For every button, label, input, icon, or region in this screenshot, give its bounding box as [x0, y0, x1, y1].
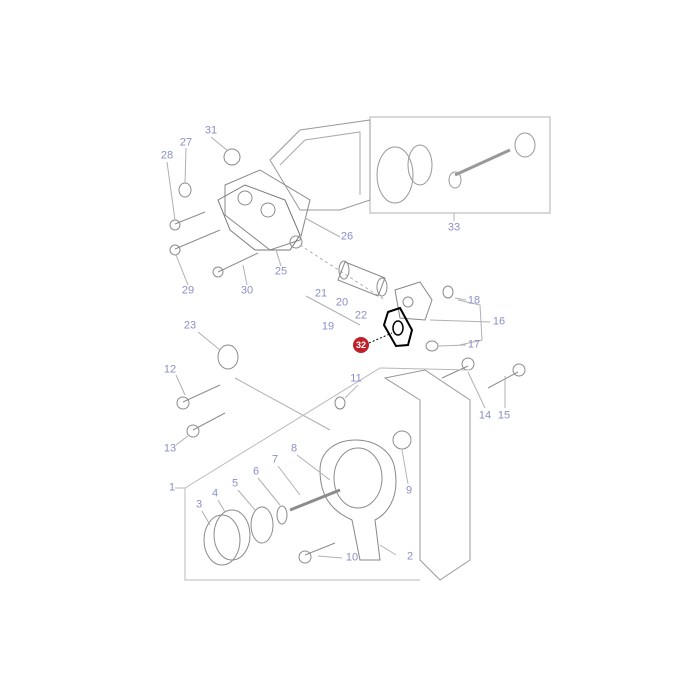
- part-callout-9: 9: [405, 484, 413, 497]
- part-callout-27: 27: [179, 136, 193, 149]
- part-callout-29: 29: [181, 284, 195, 297]
- part-callout-15: 15: [497, 409, 511, 422]
- part-callout-11: 11: [350, 372, 362, 385]
- part-callout-4: 4: [211, 487, 219, 500]
- part-callout-12: 12: [163, 363, 177, 376]
- highlighted-part-callout: 32: [353, 337, 369, 353]
- part-callout-18: 18: [467, 294, 481, 307]
- part-callout-33: 33: [447, 221, 461, 234]
- part-callout-2: 2: [406, 550, 414, 563]
- part-callout-21: 21: [314, 287, 328, 300]
- part-callout-28: 28: [160, 149, 174, 162]
- part-callout-3: 3: [195, 498, 203, 511]
- part-callout-31: 31: [204, 124, 218, 137]
- part-callout-7: 7: [271, 453, 279, 466]
- part-callout-10: 10: [345, 551, 359, 564]
- part-callout-16: 16: [492, 315, 506, 328]
- part-callout-14: 14: [478, 409, 492, 422]
- part-callout-19: 19: [321, 320, 335, 333]
- part-callout-26: 26: [340, 230, 354, 243]
- part-callout-13: 13: [163, 442, 177, 455]
- part-callout-23: 23: [183, 319, 197, 332]
- part-callout-30: 30: [240, 284, 254, 297]
- part-callout-17: 17: [467, 338, 481, 351]
- part-callout-1: 1: [168, 481, 176, 494]
- part-callout-5: 5: [231, 477, 239, 490]
- part-callout-22: 22: [354, 309, 368, 322]
- part-callout-8: 8: [290, 442, 298, 455]
- part-callout-25: 25: [274, 265, 288, 278]
- part-callout-6: 6: [252, 465, 260, 478]
- part-callout-20: 20: [335, 296, 349, 309]
- inset-box: [369, 116, 551, 214]
